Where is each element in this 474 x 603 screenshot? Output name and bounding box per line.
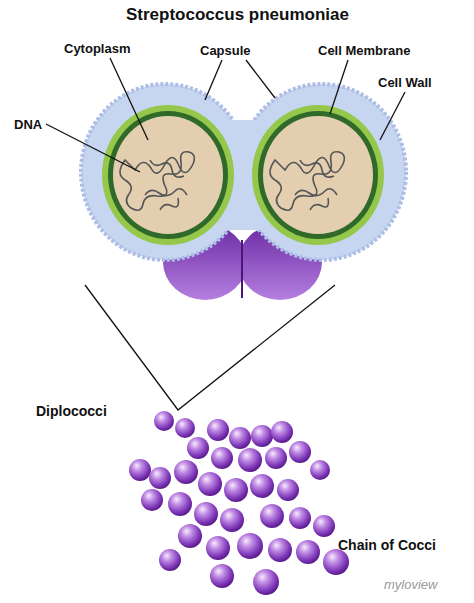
dna-coil bbox=[120, 152, 344, 211]
part-label: DNA bbox=[14, 118, 42, 132]
cell-wall bbox=[102, 105, 384, 245]
part-label: Cell Wall bbox=[378, 76, 432, 90]
part-label: Cell Membrane bbox=[318, 44, 410, 58]
capsule bbox=[81, 84, 406, 260]
part-label: Diplococci bbox=[36, 404, 107, 419]
watermark: myloview bbox=[384, 578, 437, 592]
part-label: Cytoplasm bbox=[64, 42, 130, 56]
part-label: Capsule bbox=[200, 44, 251, 58]
part-label: Chain of Cocci bbox=[338, 538, 436, 553]
cytoplasm bbox=[113, 116, 373, 234]
cell-membrane bbox=[108, 111, 378, 239]
diagram-title: Streptococcus pneumoniae bbox=[126, 6, 349, 25]
leader-line bbox=[46, 58, 405, 172]
zoom-bracket bbox=[85, 285, 335, 410]
cocci-cluster bbox=[129, 411, 349, 595]
